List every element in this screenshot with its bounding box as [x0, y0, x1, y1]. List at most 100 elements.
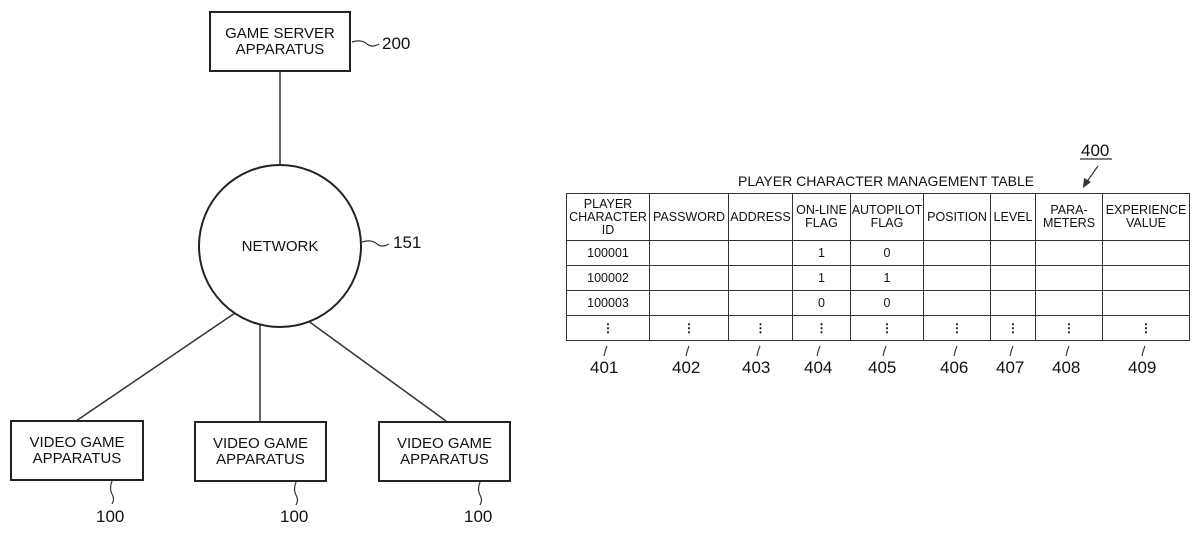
- column-ref-number: 408: [1052, 358, 1080, 378]
- network-circle: NETWORK: [198, 164, 362, 328]
- column-header-line: VALUE: [1103, 217, 1189, 230]
- table-ellipsis-row: ⋮⋮⋮⋮⋮⋮⋮⋮⋮: [567, 316, 1190, 341]
- network-label: NETWORK: [242, 238, 319, 255]
- ellipsis-cell: ⋮: [729, 316, 793, 341]
- column-header-line: FLAG: [793, 217, 850, 230]
- table-cell: 0: [851, 291, 924, 316]
- column-header: ADDRESS: [729, 194, 793, 241]
- column-leaders: [604, 346, 1145, 356]
- table-cell: 0: [793, 291, 851, 316]
- column-header-line: LEVEL: [991, 211, 1035, 224]
- column-ref-number: 406: [940, 358, 968, 378]
- table-cell: [991, 291, 1036, 316]
- table-cell: [729, 291, 793, 316]
- game-server-box: GAME SERVER APPARATUS: [209, 11, 351, 72]
- leader-151: [362, 241, 389, 246]
- column-ref-number: 402: [672, 358, 700, 378]
- table-cell: [924, 266, 991, 291]
- column-header: PLAYERCHARACTERID: [567, 194, 650, 241]
- ellipsis-cell: ⋮: [851, 316, 924, 341]
- leader-100b: [295, 482, 298, 505]
- table-cell: [1036, 241, 1103, 266]
- table-cell: [1103, 266, 1190, 291]
- column-header: POSITION: [924, 194, 991, 241]
- column-header-line: METERS: [1036, 217, 1102, 230]
- table-cell: [1036, 266, 1103, 291]
- client-label-line2: APPARATUS: [400, 452, 489, 468]
- column-ref-number: 407: [996, 358, 1024, 378]
- column-header: PASSWORD: [650, 194, 729, 241]
- ellipsis-cell: ⋮: [1036, 316, 1103, 341]
- table-cell: [991, 266, 1036, 291]
- server-label-line1: GAME SERVER: [225, 26, 335, 42]
- column-header-line: ADDRESS: [729, 211, 792, 224]
- table-cell: [1103, 291, 1190, 316]
- table-header-row: PLAYERCHARACTERIDPASSWORDADDRESSON-LINEF…: [567, 194, 1190, 241]
- column-header: EXPERIENCEVALUE: [1103, 194, 1190, 241]
- leader-100a: [111, 481, 114, 504]
- column-header-line: FLAG: [851, 217, 923, 230]
- ellipsis-cell: ⋮: [650, 316, 729, 341]
- table-cell: [924, 291, 991, 316]
- column-ref-number: 403: [742, 358, 770, 378]
- table-cell: [991, 241, 1036, 266]
- ellipsis-cell: ⋮: [793, 316, 851, 341]
- table-cell: [650, 241, 729, 266]
- table-title: PLAYER CHARACTER MANAGEMENT TABLE: [738, 173, 1034, 189]
- column-ref-number: 405: [868, 358, 896, 378]
- network-client3-link: [300, 315, 446, 421]
- column-header: AUTOPILOTFLAG: [851, 194, 924, 241]
- ellipsis-cell: ⋮: [924, 316, 991, 341]
- table-row: 100003 00: [567, 291, 1190, 316]
- table-cell: [729, 266, 793, 291]
- column-ref-number: 409: [1128, 358, 1156, 378]
- ellipsis-cell: ⋮: [991, 316, 1036, 341]
- column-header-line: POSITION: [924, 211, 990, 224]
- table-cell: 1: [793, 241, 851, 266]
- ref-400: 400: [1081, 141, 1109, 161]
- column-header-line: ID: [567, 224, 649, 237]
- client-label-line2: APPARATUS: [216, 452, 305, 468]
- table-row: 100001 10: [567, 241, 1190, 266]
- ref-151: 151: [393, 233, 421, 253]
- table-cell: 100001: [567, 241, 650, 266]
- client-label-line1: VIDEO GAME: [397, 436, 492, 452]
- table-cell: [650, 291, 729, 316]
- client-label-line1: VIDEO GAME: [29, 435, 124, 451]
- column-header-line: PASSWORD: [650, 211, 728, 224]
- player-character-management-table: PLAYERCHARACTERIDPASSWORDADDRESSON-LINEF…: [566, 193, 1190, 341]
- table-row: 100002 11: [567, 266, 1190, 291]
- column-header-line: CHARACTER: [567, 211, 649, 224]
- client-label-line2: APPARATUS: [33, 451, 122, 467]
- table-cell: 100003: [567, 291, 650, 316]
- table-cell: [1036, 291, 1103, 316]
- client-label-line1: VIDEO GAME: [213, 436, 308, 452]
- network-client1-link: [76, 313, 235, 421]
- column-header: LEVEL: [991, 194, 1036, 241]
- column-header-line: PLAYER: [567, 198, 649, 211]
- server-label-line2: APPARATUS: [236, 42, 325, 58]
- table-cell: 100002: [567, 266, 650, 291]
- column-header: ON-LINEFLAG: [793, 194, 851, 241]
- ref-100: 100: [464, 507, 492, 527]
- ellipsis-cell: ⋮: [567, 316, 650, 341]
- leader-200: [352, 41, 379, 46]
- table-cell: 1: [851, 266, 924, 291]
- table-cell: 0: [851, 241, 924, 266]
- leader-100c: [479, 482, 482, 505]
- video-game-box: VIDEO GAME APPARATUS: [10, 420, 144, 481]
- column-ref-number: 404: [804, 358, 832, 378]
- table-cell: 1: [793, 266, 851, 291]
- video-game-box: VIDEO GAME APPARATUS: [194, 421, 327, 482]
- table-cell: [650, 266, 729, 291]
- table-cell: [729, 241, 793, 266]
- ref-200: 200: [382, 34, 410, 54]
- ellipsis-cell: ⋮: [1103, 316, 1190, 341]
- ref-100: 100: [96, 507, 124, 527]
- video-game-box: VIDEO GAME APPARATUS: [378, 421, 511, 482]
- table-cell: [924, 241, 991, 266]
- ref-400-arrowhead: [1083, 178, 1091, 188]
- ref-100: 100: [280, 507, 308, 527]
- table-cell: [1103, 241, 1190, 266]
- column-ref-number: 401: [590, 358, 618, 378]
